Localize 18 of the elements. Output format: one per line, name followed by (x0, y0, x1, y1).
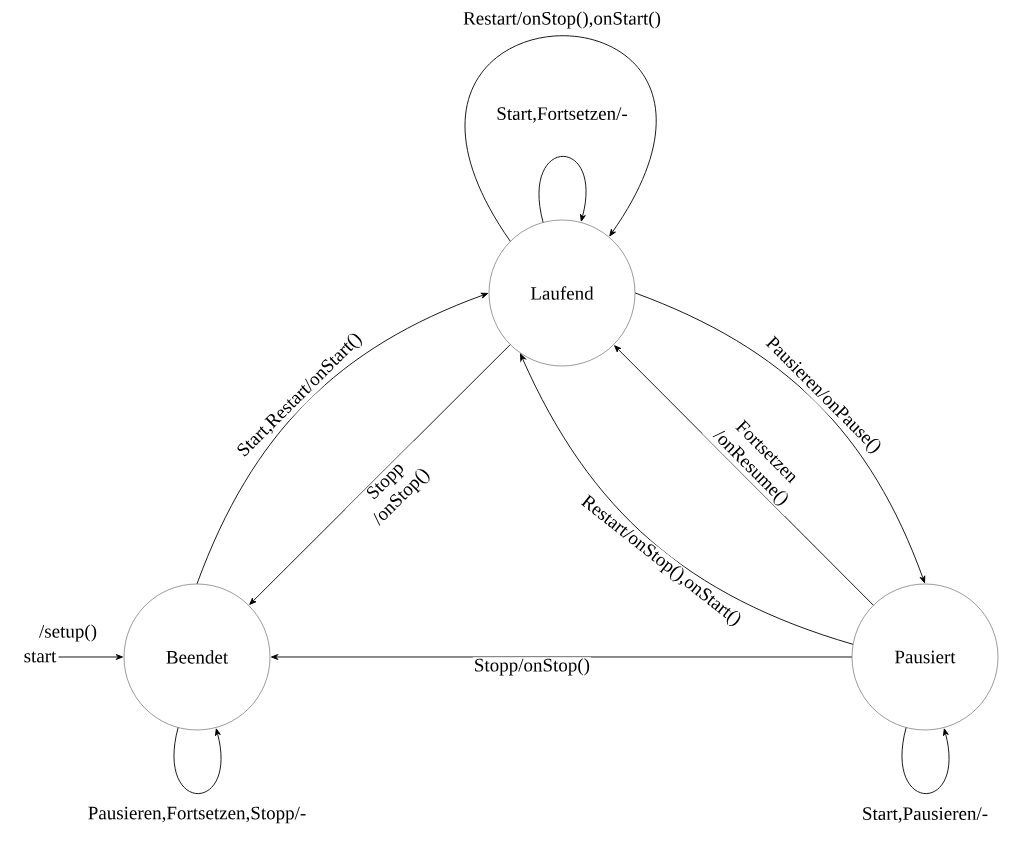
self-loop-arrow (901, 727, 950, 795)
edge-label: Start,Fortsetzen/- (495, 106, 629, 124)
transition-arrow (634, 292, 926, 584)
edge-label: Stopp/onStop() (475, 658, 590, 676)
transition-arrow (196, 292, 489, 585)
transition-arrow (58, 654, 123, 660)
edge-label: Start,Pausieren/- (860, 806, 990, 824)
self-loop-arrow (464, 35, 657, 242)
start-label: start (24, 651, 57, 663)
transition-arrow (249, 344, 511, 605)
edge-label: /setup() (38, 623, 99, 643)
edge-label: Restart/onStop(),onStart() (462, 10, 662, 30)
self-loop-arrow (173, 727, 222, 795)
transition-arrow (520, 353, 854, 645)
edge-label: Pausieren,Fortsetzen,Stopp/- (86, 805, 308, 825)
self-loop-arrow (538, 155, 587, 223)
transition-arrow (614, 345, 874, 606)
transition-arrow (271, 654, 853, 660)
